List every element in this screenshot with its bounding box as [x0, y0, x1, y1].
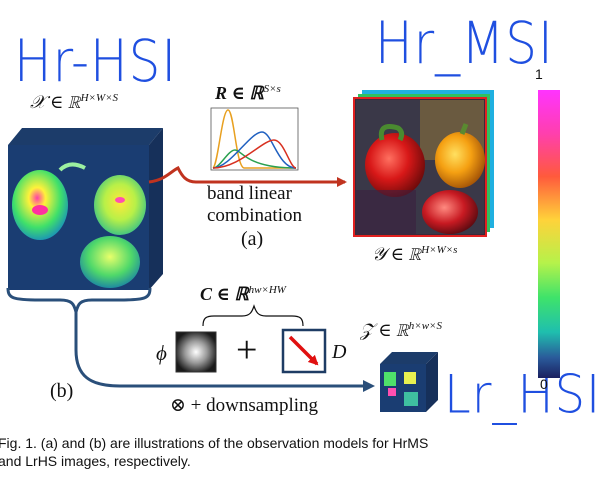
lr-hsi-space-label: 𝒵 ∈ ℝh×w×S	[360, 320, 442, 340]
downsampling-label: ⊗ + downsampling	[170, 395, 319, 416]
handwritten-lr-hsi: Lr_HSI	[444, 364, 596, 426]
figure-caption: Fig. 1. (a) and (b) are illustrations of…	[0, 434, 596, 470]
phi-symbol: ϕ	[156, 341, 167, 365]
handwritten-hr-hsi: Hr-HSI	[14, 28, 178, 95]
d-symbol: D	[332, 341, 347, 363]
band-combination-arrow	[148, 165, 347, 187]
c-brace	[202, 304, 304, 327]
handwritten-hr-msi: Hr_MSI	[375, 10, 554, 77]
hr-hsi-space-label: 𝒳 ∈ ℝH×W×S	[30, 92, 119, 112]
spectral-response-plot	[210, 107, 299, 171]
blur-downsample-space-label: C ∈ ℝhw×HW	[200, 284, 286, 304]
hr-msi-image	[353, 90, 494, 237]
plus-symbol: +	[236, 329, 258, 371]
band-combination-line2: combination	[207, 205, 302, 226]
caption-line1: Fig. 1. (a) and (b) are illustrations of…	[0, 435, 429, 451]
downsampling-operator	[281, 328, 327, 374]
label-b: (b)	[50, 380, 74, 402]
blur-kernel	[175, 331, 217, 373]
hr-hsi-cube	[8, 128, 163, 290]
downsampling-arrow	[6, 287, 375, 392]
colorbar-min-label: 0	[540, 376, 548, 392]
colorbar-max-label: 1	[535, 66, 543, 82]
hr-msi-space-label: 𝒴 ∈ ℝH×W×s	[372, 244, 458, 264]
colorbar	[538, 90, 560, 378]
lr-hsi-cube	[380, 352, 438, 412]
band-combination-line1: band linear	[207, 183, 292, 204]
label-a: (a)	[241, 228, 264, 250]
caption-line2: and LrHS images, respectively.	[0, 453, 191, 469]
srf-space-label: R ∈ ℝS×s	[215, 83, 281, 103]
